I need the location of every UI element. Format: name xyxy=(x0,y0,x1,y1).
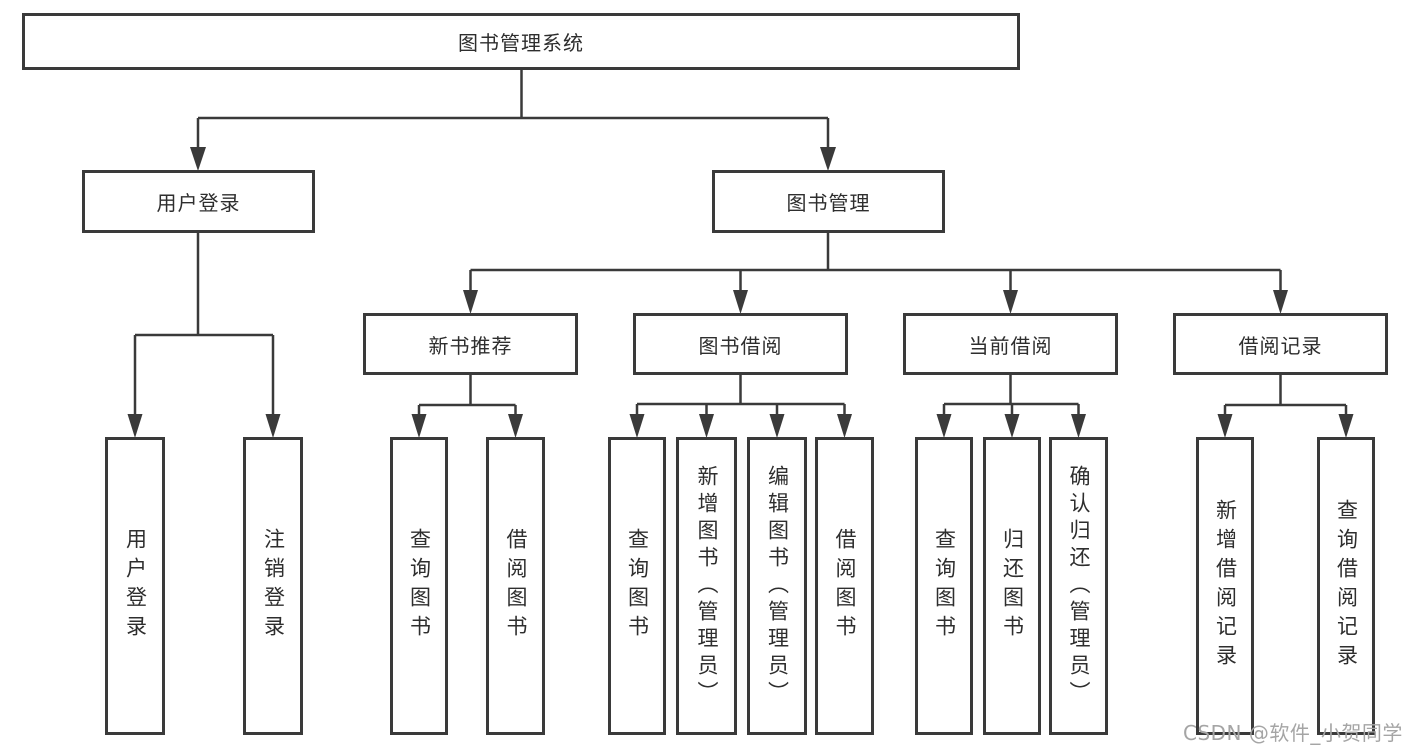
leaf-return-books: 归还图书 xyxy=(983,437,1041,735)
leaf-add-borrow-record: 新增借阅记录 xyxy=(1196,437,1254,735)
arrow-icon xyxy=(1071,414,1086,438)
arrow-icon xyxy=(1003,290,1018,314)
connector-borrowing-children xyxy=(629,375,852,438)
connector-root-to-level2 xyxy=(190,70,836,171)
node-new-book-recommend: 新书推荐 xyxy=(363,313,578,375)
arrow-icon xyxy=(699,414,714,438)
leaf-confirm-return-admin: 确认归还（管理员） xyxy=(1049,437,1108,735)
leaf-add-book-admin: 新增图书（管理员） xyxy=(676,437,737,735)
leaf-logout: 注销登录 xyxy=(243,437,303,735)
arrow-icon xyxy=(265,414,281,438)
leaf-user-login: 用户登录 xyxy=(105,437,165,735)
watermark: CSDN @软件_小贺同学 xyxy=(1183,721,1403,745)
node-book-borrowing: 图书借阅 xyxy=(633,313,848,375)
arrow-icon xyxy=(629,414,645,438)
arrow-icon xyxy=(190,147,206,171)
arrow-icon xyxy=(837,414,852,438)
arrow-icon xyxy=(1273,290,1288,314)
connector-book-mgmt-children xyxy=(463,233,1288,314)
connector-user-login-children xyxy=(127,233,281,438)
connector-records-children xyxy=(1217,375,1354,438)
arrow-icon xyxy=(936,414,952,438)
arrow-icon xyxy=(463,290,478,314)
leaf-query-books-recommend: 查询图书 xyxy=(390,437,448,735)
arrow-icon xyxy=(769,414,785,438)
node-user-login: 用户登录 xyxy=(82,170,315,233)
node-book-management: 图书管理 xyxy=(712,170,945,233)
arrow-icon xyxy=(1217,414,1233,438)
arrow-icon xyxy=(820,147,836,171)
arrow-icon xyxy=(127,414,143,438)
arrow-icon xyxy=(411,414,427,438)
leaf-borrow-books: 借阅图书 xyxy=(815,437,874,735)
leaf-edit-book-admin: 编辑图书（管理员） xyxy=(747,437,807,735)
node-borrowing-records: 借阅记录 xyxy=(1173,313,1388,375)
arrow-icon xyxy=(733,290,748,314)
connector-new-books-children xyxy=(411,375,523,438)
node-current-borrowing: 当前借阅 xyxy=(903,313,1118,375)
leaf-borrow-books-recommend: 借阅图书 xyxy=(486,437,545,735)
leaf-query-books-borrowing: 查询图书 xyxy=(608,437,666,735)
connector-current-children xyxy=(936,375,1086,438)
arrow-icon xyxy=(1004,414,1020,438)
leaf-query-books-current: 查询图书 xyxy=(915,437,973,735)
node-library-system: 图书管理系统 xyxy=(22,13,1020,70)
arrow-icon xyxy=(508,414,523,438)
arrow-icon xyxy=(1338,414,1354,438)
leaf-query-borrow-record: 查询借阅记录 xyxy=(1317,437,1375,735)
